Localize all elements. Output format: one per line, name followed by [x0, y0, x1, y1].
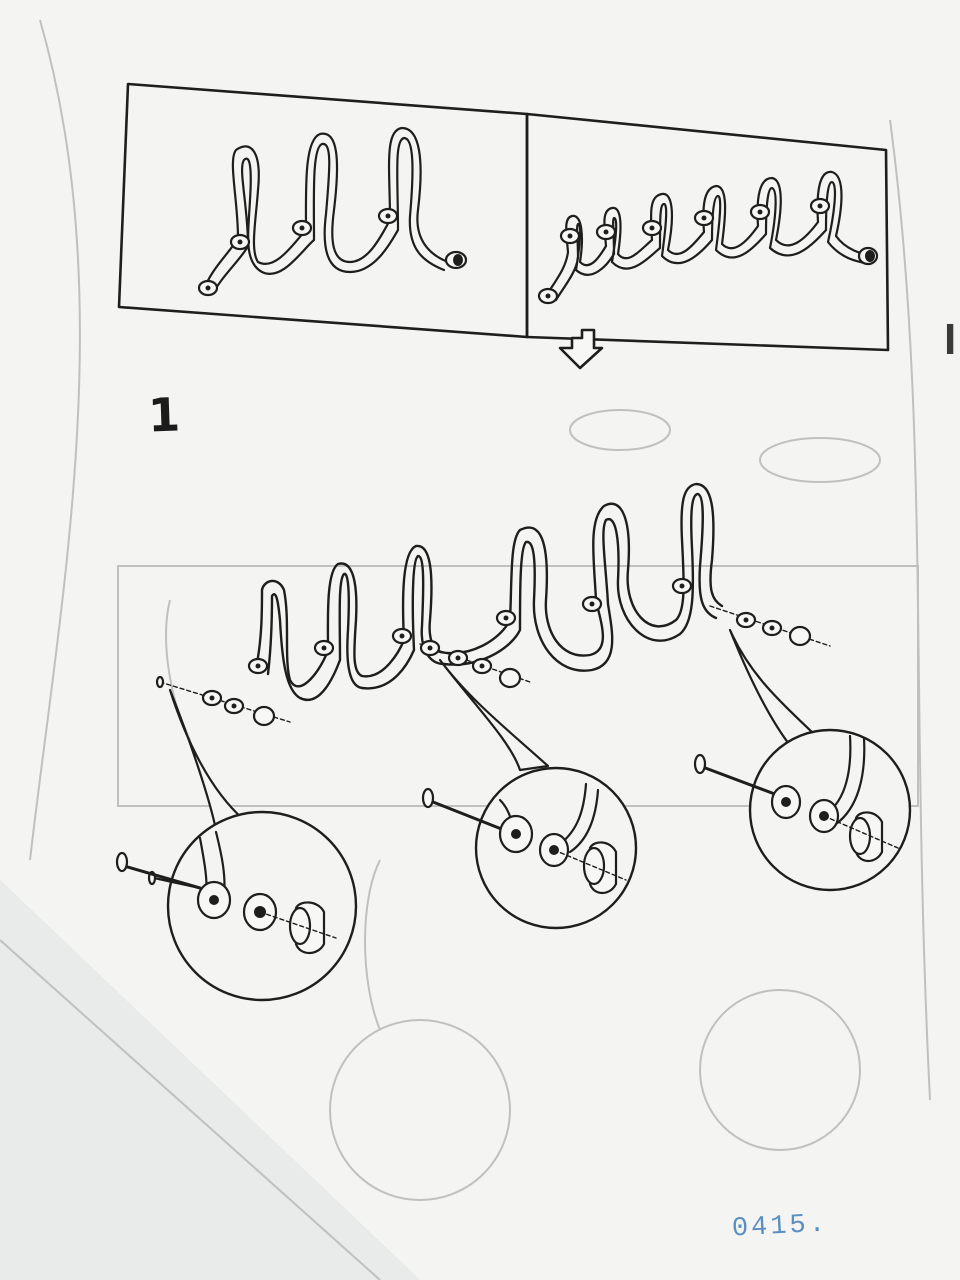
five-hook-rack-drawing	[537, 170, 879, 305]
hardware-set-middle	[419, 639, 531, 689]
hardware-set-right	[709, 605, 831, 647]
hardware-set-left	[155, 675, 291, 727]
rack-options-frame	[117, 82, 890, 352]
detail-bubble-right	[693, 628, 912, 892]
down-arrow-icon	[558, 328, 604, 370]
detail-bubble-middle	[421, 658, 638, 930]
document-code-stamp: 0415.	[731, 1209, 829, 1245]
edge-glyph: I	[944, 315, 957, 364]
show-through-print	[117, 409, 919, 1201]
detail-bubble-left	[115, 688, 358, 1002]
step-number: 1	[147, 387, 181, 443]
three-hook-rack-drawing	[197, 126, 468, 297]
eight-hook-rack-assembly	[155, 482, 831, 727]
